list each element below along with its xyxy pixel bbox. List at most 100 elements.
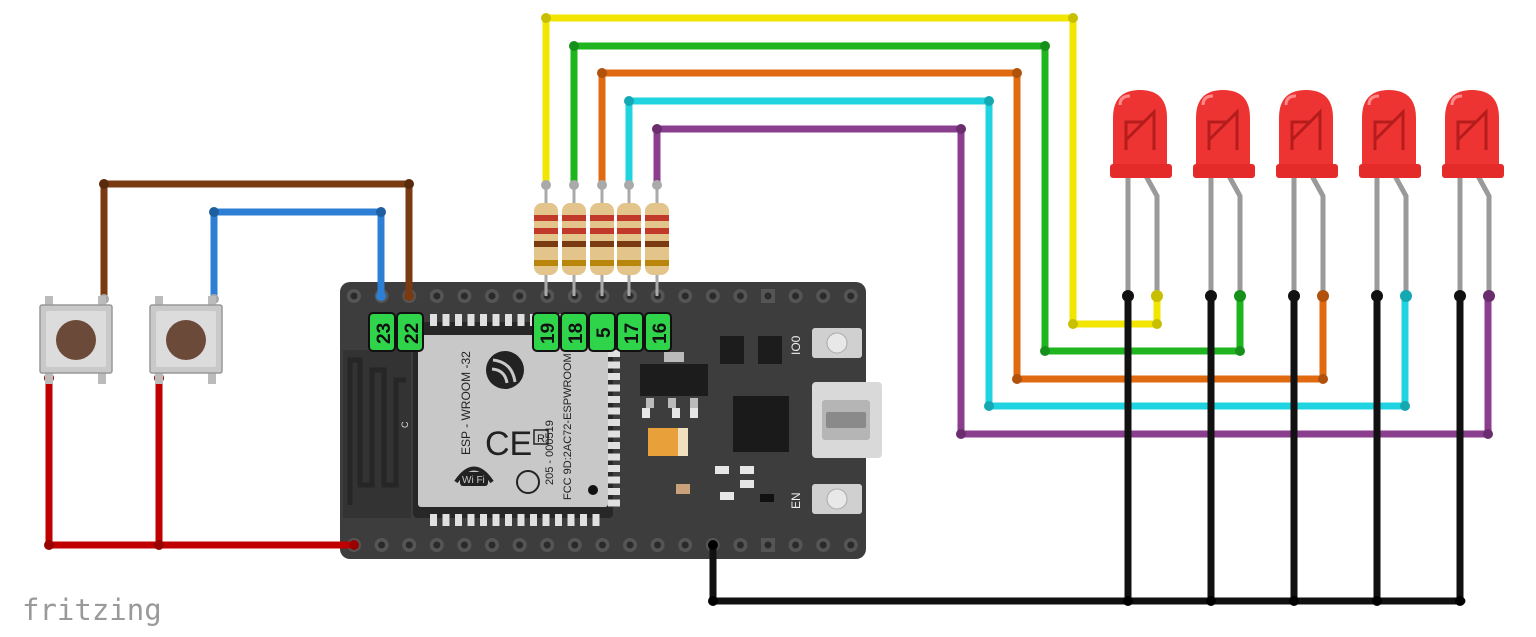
wire-joint [708,540,718,550]
wire-joint [376,291,386,301]
wire-joint [1012,374,1022,384]
wire-joint [1040,41,1050,51]
resistor [534,185,558,296]
micro-usb-connector [812,382,882,458]
wire-joint [1068,13,1078,23]
wire-joint [376,207,386,217]
wire-joint [1152,319,1162,329]
wire-joint [569,41,579,51]
resistor [562,185,586,296]
wire-joint [597,180,607,190]
wire-joint [1400,401,1410,411]
wire-joint [1455,596,1465,606]
resistor [645,185,669,296]
module-c-text: C [400,421,410,428]
pin-label-5: 5 [588,312,616,352]
led [1110,90,1172,302]
weee-icon [516,470,540,494]
leds [1110,90,1504,302]
wire-joint [1123,596,1133,606]
svg-text:19: 19 [538,323,559,344]
wire-joint [652,124,662,134]
wire-joint [624,180,634,190]
antenna-area [343,350,411,518]
usb-serial-chip [733,396,789,452]
espressif-logo-icon [486,351,524,389]
svg-text:16: 16 [650,323,671,344]
wire-joint [708,596,718,606]
voltage-regulator [640,352,708,408]
module-code-text: 205 - 000519 [544,420,556,485]
esp-wroom-module: CE R Wi Fi ESP - WROOM -32 205 - 000519 … [400,314,620,526]
wire-joint [404,291,414,301]
wire-joint [1040,346,1050,356]
wifi-logo-icon: Wi Fi [454,466,494,486]
svg-text:17: 17 [622,323,643,344]
esp32-board: CE R Wi Fi ESP - WROOM -32 205 - 000519 … [340,282,882,559]
wire-orange [598,69,1327,383]
wire-joint [99,179,109,189]
r-mark: R [537,433,545,445]
wire-joint [44,540,54,550]
pin-label-18: 18 [560,312,588,352]
wire-green [570,42,1244,355]
led [1359,90,1421,302]
io0-label: IO0 [789,335,803,355]
wire-joint [984,96,994,106]
pin-label-19: 19 [532,312,560,352]
pin-label-22: 22 [396,312,424,352]
push-button-1 [39,296,113,384]
push-button-2 [149,296,223,384]
led [1193,90,1255,302]
pin-label-23: 23 [368,312,396,352]
wire-joint [154,540,164,550]
wire-purple [653,125,1492,438]
svg-text:5: 5 [594,327,615,338]
r-mark-box [533,429,549,445]
svg-text:18: 18 [566,323,587,344]
wire-joint [1235,346,1245,356]
wire-joint [652,180,662,190]
wire-joint [541,13,551,23]
push-button-cap[interactable] [166,320,206,360]
pin-label-16: 16 [644,312,672,352]
wire-joint [956,124,966,134]
wire-joint [956,429,966,439]
io0-button[interactable]: IO0 [789,328,862,358]
resistor [590,185,614,296]
ce-mark: CE [485,425,532,463]
svg-text:22: 22 [402,323,423,344]
wire-joint [984,401,994,411]
fritzing-logo: fritzing [22,593,162,627]
wire-joint [404,179,414,189]
en-button[interactable]: EN [789,484,862,514]
wires [45,14,1492,605]
wire-cyan [625,97,1409,410]
wire-joint [1012,68,1022,78]
module-name-text: ESP - WROOM -32 [459,351,473,455]
wire-joint [1206,596,1216,606]
led [1276,90,1338,302]
wire-joint [569,180,579,190]
resistor [617,185,641,296]
wire-joint [1068,319,1078,329]
wire-joint [349,540,359,550]
wire-brown [100,180,413,303]
pin-label-17: 17 [616,312,644,352]
wire-blue [210,208,385,303]
wire-yellow [542,14,1161,328]
wire-joint [597,68,607,78]
svg-text:23: 23 [374,323,395,344]
smd-components [642,408,774,502]
wire-red [45,374,358,549]
bottom-header-pins [347,538,858,552]
wire-joint [1289,596,1299,606]
wire-joint [624,96,634,106]
push-button-cap[interactable] [56,320,96,360]
wire-joint [1318,374,1328,384]
wire-joints [44,13,1493,606]
resistors [534,185,669,296]
pin1-dot [588,485,598,495]
wire-joint [541,180,551,190]
